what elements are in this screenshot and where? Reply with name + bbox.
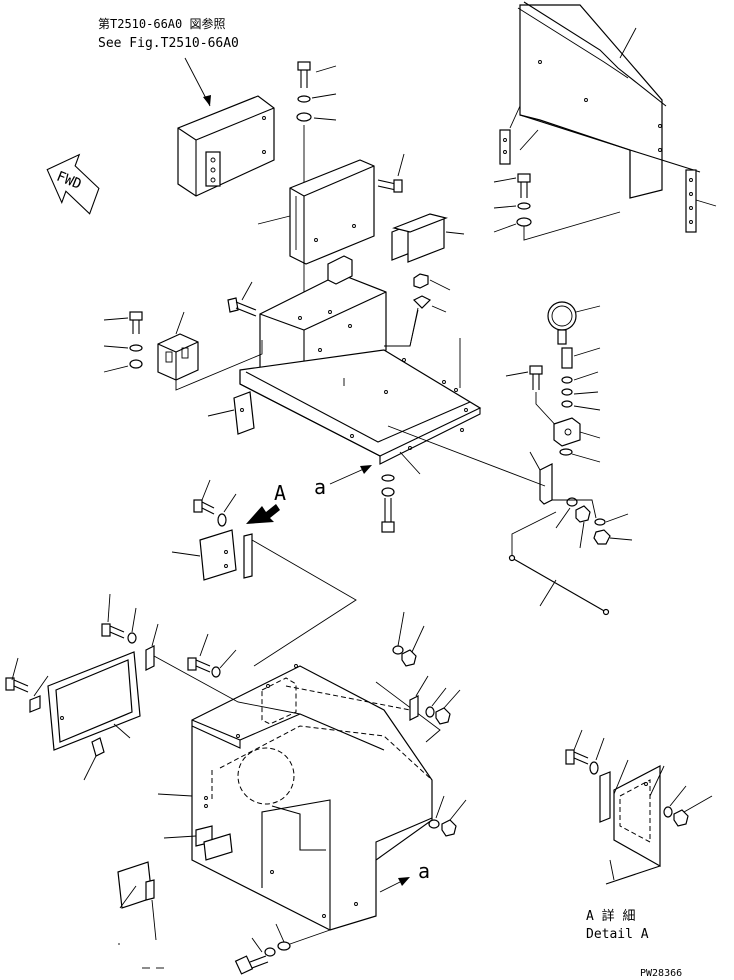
reference-text-jp: 第T2510-66A0 図参照 [98,16,225,31]
clip-plate-A [171,529,357,667]
small-plate-left [207,391,255,435]
fwd-label: FWD [54,169,83,193]
clip-nut-right [285,675,461,725]
base-tray [239,338,482,475]
bolt-gauge [505,365,561,431]
relay-pair [391,213,465,263]
hose-line [508,511,610,616]
controller-box [177,95,275,197]
clip-plate-lower [117,861,157,941]
mounting-plate-top-right [517,1,701,199]
strip-bracket-right [685,169,717,233]
bolt-stack-bottom-tray [381,474,395,533]
bolt-stack-top [296,61,337,320]
bolt-left-box [227,281,257,317]
lower-housing [157,664,441,931]
view-label-a-top: a [314,475,326,499]
reference-text-en: See Fig.T2510-66A0 [98,36,239,51]
view-a-top: a [314,465,372,499]
leader-line [387,425,546,487]
bolt-side-bracket [377,153,405,193]
fwd-arrow-icon: FWD [46,153,100,215]
drawing-number: PW28366 [640,968,682,979]
washer-nut-upper [392,611,425,667]
fitting-stack [561,347,601,411]
view-label-A: A [274,481,286,505]
bolt-stack-right [493,173,621,241]
bolt-housing-mid [187,633,237,678]
detail-title-jp: A 詳 細 [586,908,635,924]
bolt-frame-top [101,593,301,715]
pressure-gauge [547,301,601,345]
angle-bracket [529,451,553,505]
rectangular-frame [47,651,141,781]
view-label-a-bottom: a [418,859,430,883]
reference-leader-arrowhead [203,95,211,106]
detail-title-en: Detail A [586,927,649,942]
bolt-stack-left [103,311,143,373]
detail-A-assembly [565,729,713,885]
view-arrow-icon: A [246,481,286,524]
nut-and-clip [409,273,451,347]
bolt-stack-bottom [118,923,331,975]
nut-stack-right [552,497,633,549]
small-bracket-housing [163,825,233,861]
bolt-frame-left [5,657,49,713]
valve-block [553,417,601,463]
strip-bracket-left [499,105,521,165]
view-a-bottom: a [379,859,430,893]
bolt-small-A [193,479,237,527]
terminal-block-left [157,311,263,391]
bracket-plate [257,159,375,265]
washer-nut-lower [428,795,467,837]
